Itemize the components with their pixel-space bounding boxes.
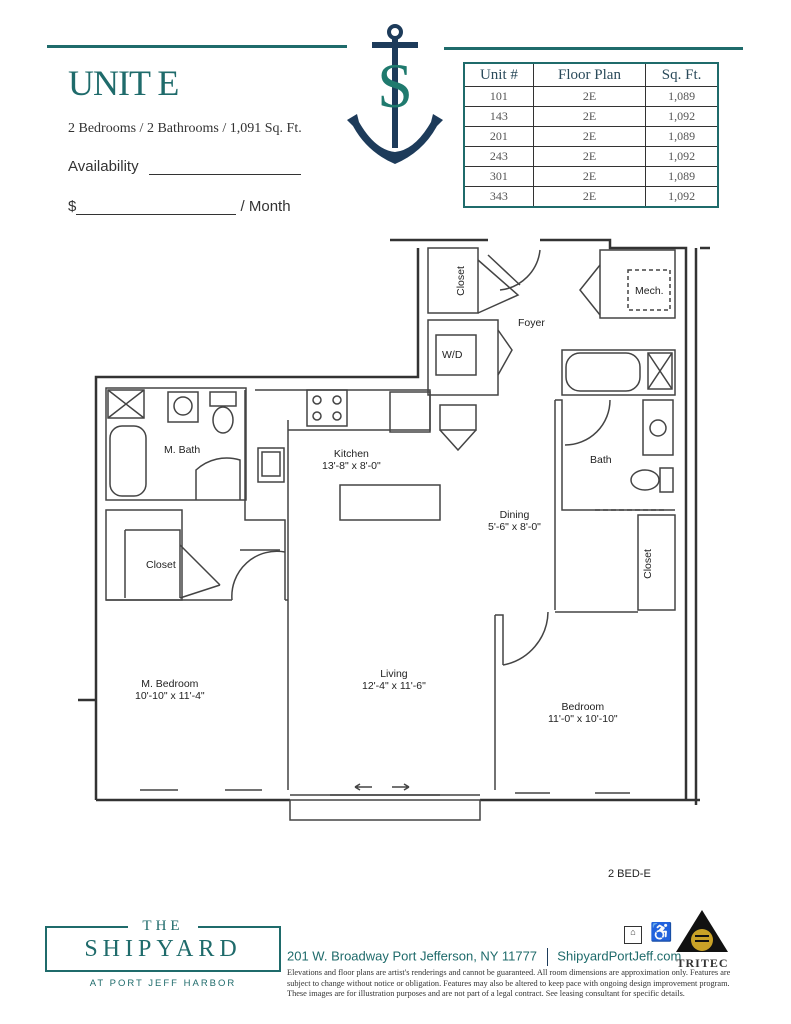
label-foyer: Foyer (518, 317, 545, 329)
shipyard-logo: THE SHIPYARD AT PORT JEFF HARBOR (45, 918, 281, 989)
brand-tagline: AT PORT JEFF HARBOR (89, 978, 237, 989)
interior-walls (105, 247, 676, 821)
price-prefix: $ (68, 198, 77, 215)
address: 201 W. Broadway Port Jefferson, NY 11777 (287, 948, 538, 964)
availability-blank[interactable] (148, 174, 301, 175)
label-bath: Bath (590, 454, 612, 466)
living-dim: 12'-4" x 11'-6" (362, 680, 426, 692)
cell-floor-plan: 2E (532, 106, 647, 127)
tritec-triangle-icon (676, 910, 728, 952)
availability-label: Availability (68, 158, 139, 175)
cell-unit: 301 (463, 166, 534, 187)
tritec-logo: TRITEC (675, 908, 730, 971)
col-unit: Unit # (463, 62, 534, 87)
label-m-bath: M. Bath (164, 444, 201, 456)
price-blank[interactable] (76, 214, 237, 215)
label-living: Living 12'-4" x 11'-6" (362, 668, 426, 692)
label-bedroom: Bedroom 11'-0" x 10'-10" (548, 701, 618, 725)
kitchen-dim: 13'-8" x 8'-0" (322, 460, 381, 472)
cell-floor-plan: 2E (532, 166, 647, 187)
price-suffix: / Month (240, 198, 291, 215)
label-closet-bedroom: Closet (641, 549, 654, 579)
living-name: Living (380, 668, 408, 680)
unit-subtitle: 2 Bedrooms / 2 Bathrooms / 1,091 Sq. Ft. (68, 121, 302, 136)
availability-field[interactable]: Availability (68, 158, 301, 175)
cell-unit: 201 (463, 126, 534, 147)
cell-sqft: 1,089 (645, 166, 719, 187)
tritec-name: TRITEC (676, 956, 729, 970)
bedroom-dim: 11'-0" x 10'-10" (548, 713, 618, 725)
label-closet-foyer: Closet (454, 266, 467, 296)
brand-the: THE (128, 918, 198, 935)
website-link[interactable]: ShipyardPortJeff.com (557, 948, 682, 964)
label-m-bedroom: M. Bedroom 10'-10" x 11'-4" (135, 678, 205, 702)
anchor-icon (347, 24, 443, 164)
header-rule-left (47, 45, 347, 48)
dining-name: Dining (499, 509, 530, 521)
disclaimer: Elevations and floor plans are artist's … (287, 968, 731, 998)
label-closet-master: Closet (146, 559, 176, 571)
m-bedroom-dim: 10'-10" x 11'-4" (135, 690, 205, 702)
label-dining: Dining 5'-6" x 8'-0" (488, 509, 541, 533)
label-wd: W/D (442, 349, 463, 361)
cell-unit: 343 (463, 186, 534, 208)
cell-sqft: 1,092 (645, 146, 719, 167)
brand-name: SHIPYARD (84, 936, 242, 962)
label-mech: Mech. (635, 285, 664, 297)
dining-dim: 5'-6" x 8'-0" (488, 521, 541, 533)
header-rule-right (444, 47, 743, 50)
cell-sqft: 1,092 (645, 186, 719, 208)
kitchen-name: Kitchen (333, 448, 369, 460)
m-bedroom-name: M. Bedroom (141, 678, 199, 690)
exterior-walls (78, 238, 710, 805)
accessibility-icon: ♿ (650, 922, 673, 942)
bedroom-name: Bedroom (561, 701, 605, 713)
price-field[interactable]: $ / Month (68, 198, 291, 215)
label-kitchen: Kitchen 13'-8" x 8'-0" (322, 448, 381, 472)
unit-title: UNIT E (68, 63, 179, 103)
logo-letter: S (377, 50, 413, 121)
footer-contact: 201 W. Broadway Port Jefferson, NY 11777… (287, 948, 681, 966)
anchor-logo: S (345, 22, 445, 167)
plan-code: 2 BED-E (608, 868, 651, 880)
equal-housing-icon: ⌂ (624, 926, 642, 944)
